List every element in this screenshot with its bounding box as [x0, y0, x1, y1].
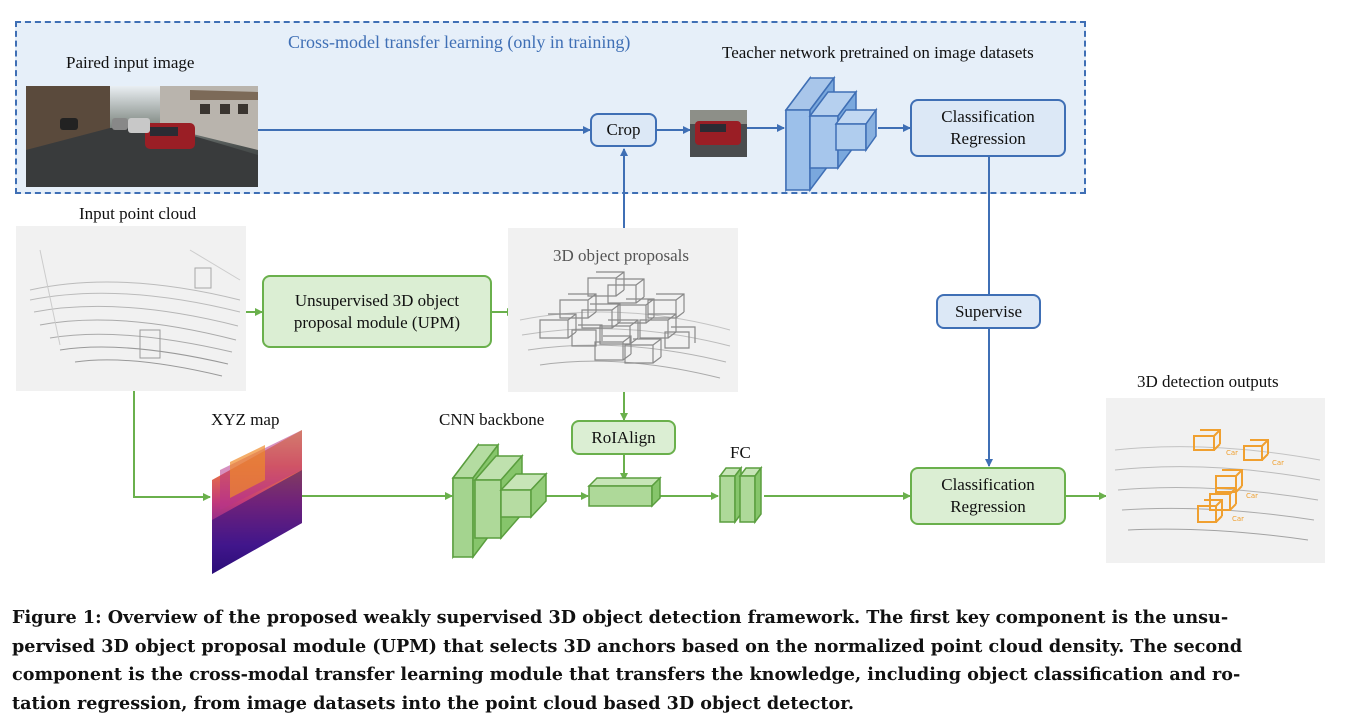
caption-line-1: Figure 1: Overview of the proposed weakl… [12, 607, 1229, 628]
roi-feature-block [587, 476, 662, 508]
input-point-cloud [16, 226, 246, 391]
supervise-box: Supervise [936, 294, 1041, 329]
caption-line-4: tation regression, from image datasets i… [12, 692, 854, 714]
roialign-box: RoIAlign [571, 420, 676, 455]
figure-caption: Figure 1: Overview of the proposed weakl… [12, 604, 1330, 718]
paired-input-image [26, 86, 258, 187]
teacher-head-line1: Classification [941, 107, 1035, 126]
teacher-head-box: Classification Regression [910, 99, 1066, 157]
student-head-line2: Regression [950, 497, 1026, 516]
student-head-line1: Classification [941, 475, 1035, 494]
upm-line2: proposal module (UPM) [293, 312, 461, 332]
car-tag: Car [1226, 449, 1239, 457]
car-tag: Car [1272, 459, 1285, 467]
car-tag: Car [1232, 515, 1245, 523]
proposals-panel [508, 228, 738, 392]
fc-blocks [718, 465, 763, 525]
proposals-label: 3D object proposals [553, 246, 689, 265]
xyz-map [212, 430, 302, 574]
student-head-box: Classification Regression [910, 467, 1066, 525]
crop-box: Crop [590, 113, 657, 147]
cnn-backbone-blocks [451, 442, 548, 560]
training-region-title: Cross-model transfer learning (only in t… [288, 32, 631, 52]
upm-box: Unsupervised 3D object proposal module (… [262, 275, 492, 348]
caption-line-3: component is the cross-modal transfer le… [12, 664, 1241, 685]
teacher-network-label: Teacher network pretrained on image data… [722, 43, 1034, 62]
xyz-map-label: XYZ map [211, 410, 280, 429]
cnn-backbone-label: CNN backbone [439, 410, 545, 429]
input-point-cloud-label: Input point cloud [79, 204, 197, 223]
teacher-network-blocks [784, 75, 878, 193]
paired-input-image-label: Paired input image [66, 53, 195, 72]
fc-label: FC [730, 443, 751, 462]
crop-box-label: Crop [606, 120, 641, 139]
teacher-head-line2: Regression [950, 129, 1026, 148]
caption-line-2: pervised 3D object proposal module (UPM)… [12, 635, 1243, 657]
diagram-canvas [16, 75, 1325, 574]
upm-line1: Unsupervised 3D object [294, 290, 460, 310]
arrow-pc-to-xyz [133, 390, 211, 501]
cropped-image-patch [690, 110, 747, 157]
supervise-box-label: Supervise [954, 301, 1023, 321]
car-tag: Car [1246, 492, 1259, 500]
detection-outputs-panel [1106, 398, 1325, 563]
detection-outputs-label: 3D detection outputs [1137, 372, 1279, 391]
roialign-box-label: RoIAlign [591, 427, 656, 447]
